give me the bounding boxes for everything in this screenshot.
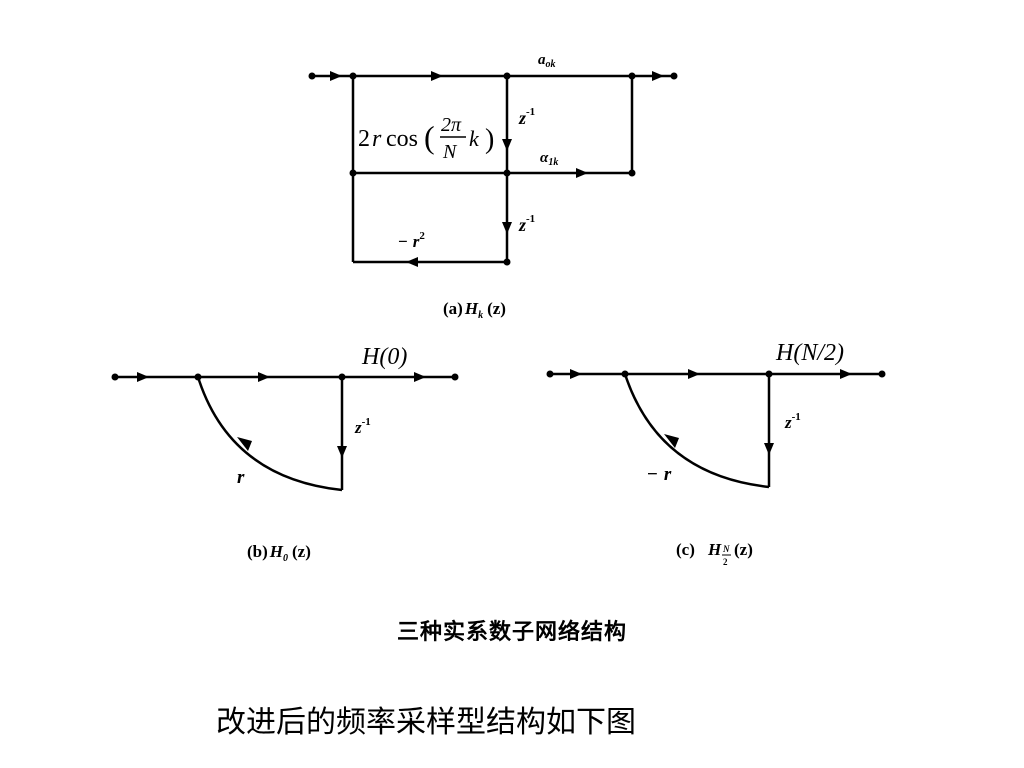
svg-text:r: r xyxy=(372,126,382,152)
b-arrow-output xyxy=(414,372,426,382)
a-node-4 xyxy=(349,169,357,177)
svg-text:(z): (z) xyxy=(734,540,753,559)
c-node-out xyxy=(878,370,886,378)
svg-text:(c): (c) xyxy=(676,540,695,559)
b-feedback-arc xyxy=(196,376,343,492)
svg-text:N: N xyxy=(442,141,458,163)
b-arrow-input xyxy=(137,372,149,382)
svg-text:2π: 2π xyxy=(441,114,462,136)
a-arrow-delay1 xyxy=(502,139,512,151)
a-node-2 xyxy=(503,72,511,80)
svg-text:): ) xyxy=(485,124,494,155)
figure-caption: 三种实系数子网络结构 xyxy=(396,620,627,645)
diagram-a-arrows xyxy=(308,71,678,267)
b-arrow-mid xyxy=(258,372,270,382)
svg-text:2: 2 xyxy=(358,126,370,152)
c-delay-label: z-1 xyxy=(784,411,801,432)
a-feedback-r2-label: −r2 xyxy=(398,230,425,251)
diagram-c xyxy=(550,372,882,489)
c-gain-label: −r xyxy=(647,464,672,485)
c-feedback-arc xyxy=(623,373,770,489)
a-arrow-top xyxy=(431,71,443,81)
svg-text:H: H xyxy=(707,540,722,559)
a-delay1-label: z-1 xyxy=(518,106,535,128)
a-node-in xyxy=(308,72,316,80)
bottom-text: 改进后的频率采样型结构如下图 xyxy=(216,705,636,740)
a-caption: (a)Hk(z) xyxy=(443,299,506,321)
svg-text:(: ( xyxy=(424,119,435,155)
diagram-c-arrows xyxy=(546,369,886,455)
a-node-out xyxy=(670,72,678,80)
a-arrow-output xyxy=(652,71,664,81)
a-node-3 xyxy=(628,72,636,80)
a-coef1-label: α1k xyxy=(540,150,558,168)
c-node-2 xyxy=(765,370,773,378)
a-arrow-bottom xyxy=(406,257,418,267)
b-node-out xyxy=(451,373,459,381)
a-arrow-coef1 xyxy=(576,168,588,178)
b-delay-label: z-1 xyxy=(354,416,371,437)
b-output-label: H(0) xyxy=(361,344,407,370)
svg-text:2: 2 xyxy=(723,557,728,567)
c-output-label: H(N/2) xyxy=(775,340,844,366)
diagram-b xyxy=(115,375,455,492)
svg-text:N: N xyxy=(722,544,730,554)
c-arrow-feedback xyxy=(664,434,679,448)
b-node-in xyxy=(111,373,119,381)
diagram-a xyxy=(312,74,674,264)
a-feedback-cos-label: 2 r cos ( 2π N k ) xyxy=(358,114,494,163)
svg-text:k: k xyxy=(469,126,480,151)
c-node-1 xyxy=(621,370,629,378)
a-coef0-label: aok xyxy=(538,52,556,70)
a-delay2-label: z-1 xyxy=(518,213,535,235)
svg-text:cos: cos xyxy=(386,126,418,152)
a-arrow-delay2 xyxy=(502,222,512,234)
b-node-2 xyxy=(338,373,346,381)
c-arrow-mid xyxy=(688,369,700,379)
c-arrow-delay xyxy=(764,443,774,455)
a-node-7 xyxy=(503,258,511,266)
b-gain-label: r xyxy=(237,467,245,488)
c-node-in xyxy=(546,370,554,378)
b-arrow-delay xyxy=(337,446,347,458)
diagram-b-arrows xyxy=(111,372,459,458)
c-arrow-input xyxy=(570,369,582,379)
a-node-5 xyxy=(503,169,511,177)
b-node-1 xyxy=(194,373,202,381)
b-arrow-feedback xyxy=(237,437,252,451)
b-caption: (b)H0(z) xyxy=(247,542,311,564)
a-node-6 xyxy=(628,169,636,177)
c-arrow-output xyxy=(840,369,852,379)
c-caption: (c) H N 2 (z) xyxy=(676,540,753,567)
a-arrow-input xyxy=(330,71,342,81)
a-node-1 xyxy=(349,72,357,80)
